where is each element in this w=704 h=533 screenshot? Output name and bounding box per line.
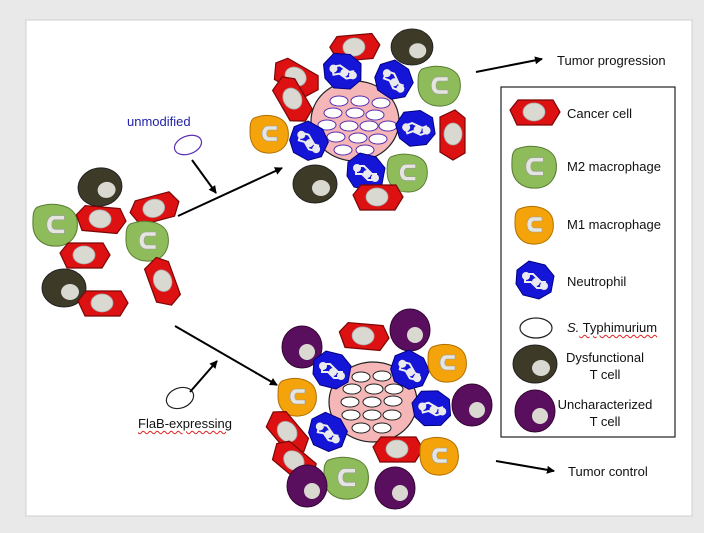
m2-macrophage-icon	[511, 145, 557, 189]
m1-macrophage-icon	[419, 436, 459, 476]
bacterium-icon	[382, 409, 402, 421]
m2-macrophage-icon	[417, 65, 461, 107]
tumor-control-label: Tumor control	[568, 464, 648, 479]
flab-label-text: FlaB-expressing	[138, 416, 232, 431]
bacterium-icon	[323, 107, 343, 119]
m1-macrophage-icon	[514, 205, 554, 245]
legend-label-uncharacterized-t-cell: Uncharacterized T cell	[557, 397, 653, 429]
bacterium-icon	[372, 422, 392, 434]
legend-label-m2-macrophage: M2 macrophage	[567, 159, 661, 174]
uncharacterized-t-cell-icon	[451, 383, 493, 427]
legend-label-m1-macrophage: M1 macrophage	[567, 217, 661, 232]
uncharacterized-t-cell-icon	[389, 308, 431, 352]
arrow-to-bottom-tumor	[174, 325, 278, 386]
flab-expressing-label: FlaB-expressing	[138, 416, 232, 431]
m2-macrophage-icon	[32, 203, 78, 247]
legend-label-typhimurium-genus: S.	[567, 320, 580, 335]
m1-macrophage-icon	[277, 377, 317, 417]
bacterium-icon	[348, 132, 368, 144]
arrow-flab-in	[189, 360, 218, 393]
dysfunctional-t-cell-icon	[512, 344, 558, 384]
bacterium-icon	[339, 120, 359, 132]
m1-macrophage-icon	[427, 343, 467, 383]
legend-label-typhimurium: S. Typhimurium	[567, 320, 657, 335]
bacterium-icon	[362, 396, 382, 408]
bacterium-icon	[351, 371, 371, 383]
cancer-cell-icon	[352, 184, 404, 211]
arrow-unmodified-in	[191, 159, 217, 194]
cancer-cell-icon	[372, 436, 424, 463]
bacterium-icon	[165, 386, 195, 410]
bacterium-icon	[340, 396, 360, 408]
uncharacterized-t-cell-icon	[374, 466, 416, 510]
bacterium-icon	[371, 97, 391, 109]
bacterium-icon	[350, 95, 370, 107]
dysfunctional-t-cell-icon	[292, 164, 338, 204]
bacterium-icon	[362, 409, 382, 421]
bacterium-icon	[384, 383, 404, 395]
cancer-cell-icon	[337, 321, 391, 352]
cancer-cell-icon	[439, 109, 466, 161]
m1-macrophage-icon	[249, 114, 289, 154]
arrow-tumor-control	[495, 460, 555, 474]
legend-label-dysfunctional-t-cell: Dysfunctional T cell	[565, 350, 645, 382]
bacterium-icon	[368, 133, 388, 145]
bacterium-icon	[342, 383, 362, 395]
arrow-tumor-progression	[475, 56, 543, 73]
cancer-cell-icon	[77, 290, 129, 317]
bacterium-icon	[359, 120, 379, 132]
legend-label-cancer-cell: Cancer cell	[567, 106, 633, 121]
bacterium-icon	[326, 131, 346, 143]
uncharacterized-t-cell-icon	[286, 464, 328, 508]
cancer-cell-icon	[509, 99, 561, 126]
bacterium-icon	[365, 109, 385, 121]
dysfunctional-t-cell-icon	[390, 28, 434, 66]
bacterium-icon	[351, 422, 371, 434]
bacterium-icon	[519, 317, 553, 339]
bacterium-icon	[341, 409, 361, 421]
bacterium-icon	[345, 107, 365, 119]
cancer-cell-icon	[59, 242, 111, 269]
m2-macrophage-icon	[125, 220, 169, 262]
bacterium-icon	[378, 120, 398, 132]
bacterium-icon	[364, 383, 384, 395]
cancer-cell-icon	[74, 204, 128, 235]
m2-macrophage-icon	[323, 456, 369, 500]
legend-label-typhimurium-species: Typhimurium	[579, 320, 658, 335]
bacterium-icon	[333, 144, 353, 156]
bacterium-icon	[173, 134, 203, 156]
bacterium-icon	[317, 119, 337, 131]
bacterium-icon	[372, 370, 392, 382]
bacterium-icon	[329, 95, 349, 107]
arrow-to-top-tumor	[177, 167, 283, 217]
unmodified-label: unmodified	[127, 114, 191, 129]
legend-label-neutrophil: Neutrophil	[567, 274, 627, 289]
bacterium-icon	[383, 395, 403, 407]
tumor-progression-label: Tumor progression	[557, 53, 666, 68]
